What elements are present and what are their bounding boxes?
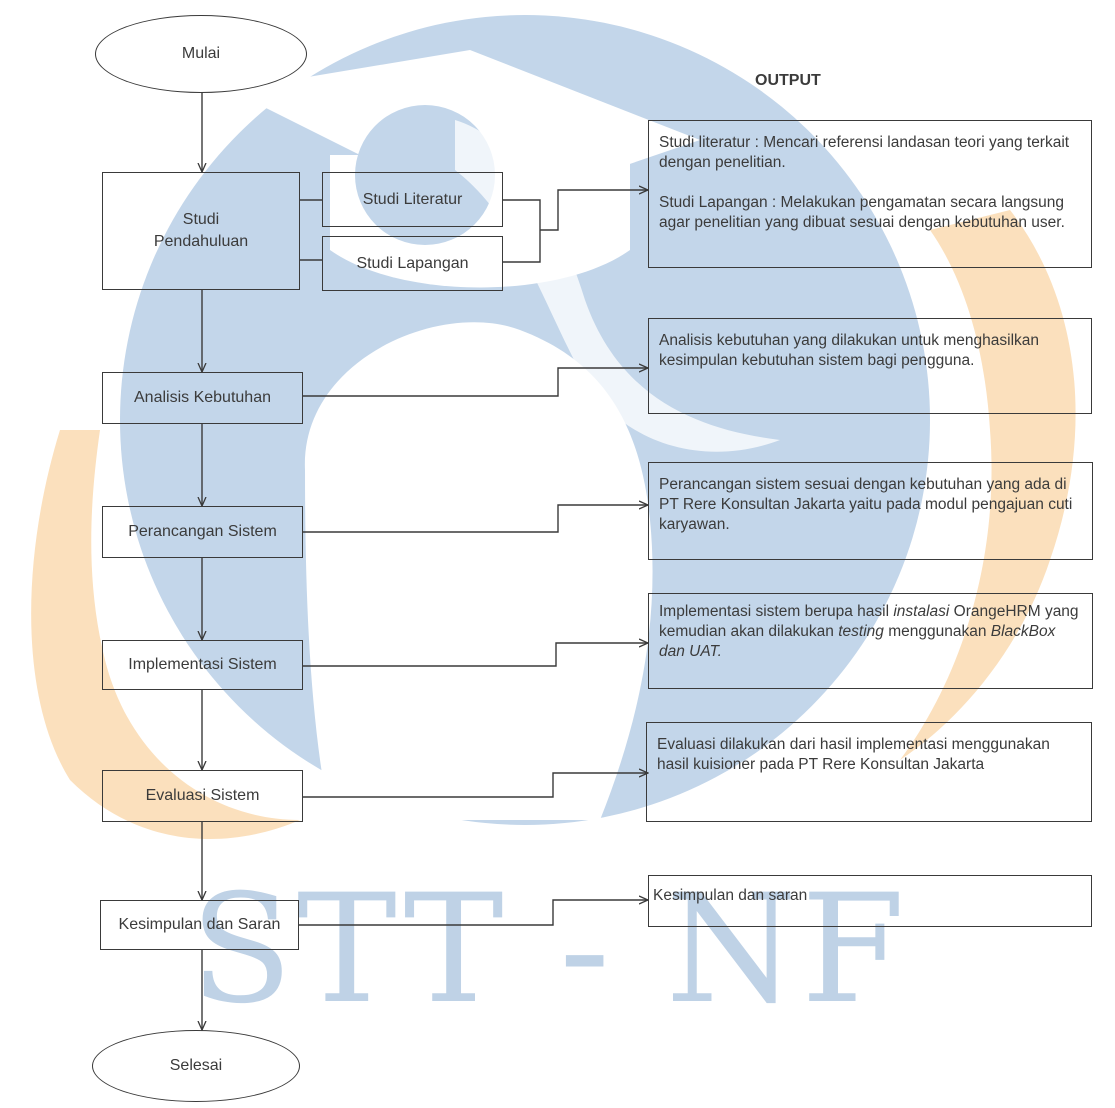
merge-literatur [503,199,541,230]
arrow-implementasi-output [303,643,648,667]
implementasi-text-4: testing [838,623,884,640]
evaluasi-sistem-box: Evaluasi Sistem [102,770,303,822]
kesimpulan-saran-box: Kesimpulan dan Saran [100,900,299,950]
output-evaluasi-text: Evaluasi dilakukan dari hasil implementa… [657,736,1050,773]
output-kesimpulan-box: Kesimpulan dan saran [648,875,1092,927]
end-label: Selesai [169,1057,223,1074]
output-heading: OUTPUT [755,72,821,89]
studi-pendahuluan-label-line1: Studi [182,211,220,228]
implementasi-text-2: instalasi [893,603,950,620]
analisis-kebutuhan-box: Analisis Kebutuhan [102,372,303,424]
output-studi-lapangan: Studi Lapangan : Melakukan pengamatan se… [659,194,1065,231]
arrow-analisis-output [303,368,648,397]
studi-literatur-box: Studi Literatur [322,172,503,227]
kesimpulan-saran-label: Kesimpulan dan Saran [118,916,281,933]
implementasi-sistem-label: Implementasi Sistem [128,656,277,673]
end-node: Selesai [92,1030,300,1102]
arrow-studi-output [540,190,648,231]
analisis-kebutuhan-label: Analisis Kebutuhan [134,389,271,406]
perancangan-sistem-box: Perancangan Sistem [102,506,303,558]
output-kesimpulan-text: Kesimpulan dan saran [653,887,808,904]
watermark-text: STT - NF [190,863,910,1037]
watermark-sweep [455,120,780,452]
watermark-orange-crescent-right [900,210,1076,760]
output-perancangan-box: Perancangan sistem sesuai dengan kebutuh… [648,462,1093,560]
output-studi-box: Studi literatur : Mencari referensi land… [648,120,1092,268]
implementasi-sistem-box: Implementasi Sistem [102,640,303,690]
studi-pendahuluan-label-line2: Pendahuluan [153,233,249,250]
output-perancangan-text: Perancangan sistem sesuai dengan kebutuh… [659,476,1073,533]
studi-lapangan-box: Studi Lapangan [322,236,503,291]
implementasi-text-3: OrangeHRM yang kemudian akan dilakukan [659,603,1079,640]
studi-lapangan-label: Studi Lapangan [356,254,469,272]
start-node: Mulai [95,15,307,93]
output-implementasi-text: Implementasi sistem berupa hasil instala… [659,602,1082,662]
output-implementasi-box: Implementasi sistem berupa hasil instala… [648,593,1093,689]
evaluasi-sistem-label: Evaluasi Sistem [145,787,260,804]
implementasi-text-5: menggunakan [883,623,991,640]
output-studi-literatur: Studi literatur : Mencari referensi land… [659,134,1070,171]
studi-pendahuluan-box: Studi Pendahuluan [102,172,300,290]
start-label: Mulai [181,45,221,62]
output-analisis-text: Analisis kebutuhan yang dilakukan untuk … [659,332,1039,369]
merge-lapangan [503,230,541,263]
output-analisis-box: Analisis kebutuhan yang dilakukan untuk … [648,318,1092,414]
perancangan-sistem-label: Perancangan Sistem [128,523,277,540]
arrow-perancangan-output [303,505,648,533]
arrow-evaluasi-output [303,773,648,798]
studi-literatur-label: Studi Literatur [362,190,463,208]
implementasi-text-1: Implementasi sistem berupa hasil [659,603,894,620]
implementasi-text-6: BlackBox dan UAT. [659,623,1056,660]
output-evaluasi-box: Evaluasi dilakukan dari hasil implementa… [646,722,1092,822]
arrow-kesimpulan-output [299,900,648,926]
watermark-orange-crescent [31,430,300,840]
